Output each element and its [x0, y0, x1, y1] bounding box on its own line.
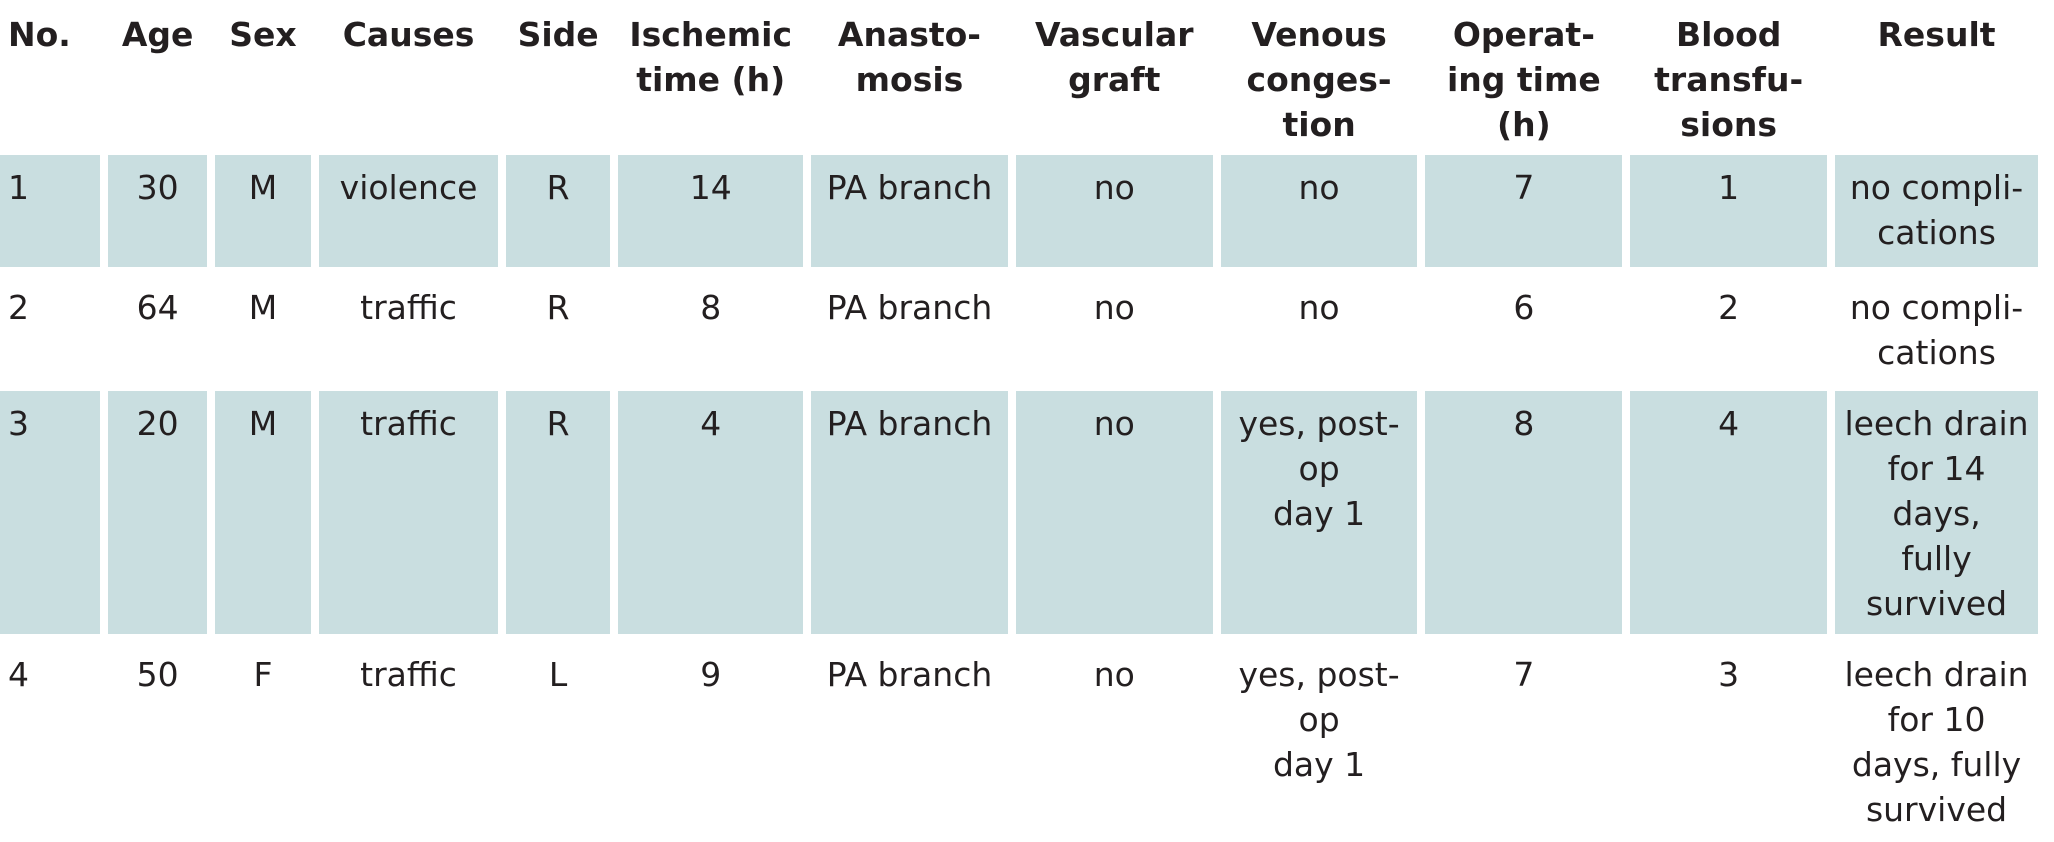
cell-no: 3: [0, 391, 101, 634]
cell-causes: traffic: [319, 391, 498, 634]
header-venous-line-2: conges-: [1246, 60, 1392, 99]
cell-result: no compli- cations: [1835, 155, 2038, 267]
cell-side: R: [546, 288, 570, 327]
header-no: No.: [8, 15, 71, 54]
cell-no: 1: [0, 155, 101, 267]
table-row: 1 30 M violence R 14 PA branch no no 7 1…: [0, 155, 2038, 267]
cell-blood-transfusions: 4: [1630, 391, 1828, 634]
result-line: no compli-: [1849, 288, 2024, 327]
cell-sex: M: [214, 391, 312, 634]
cell-age: 20: [108, 391, 207, 634]
cell-vascular-graft: no: [1015, 391, 1213, 634]
header-blood-transfusions: Blood transfu- sions: [1630, 0, 1827, 155]
header-blood-line-3: sions: [1680, 105, 1778, 144]
venous-line: yes, post-op: [1238, 404, 1400, 488]
header-operating-line-1: Operat-: [1452, 15, 1595, 54]
cell-age: 30: [108, 155, 207, 267]
result-line: days, fully: [1851, 745, 2022, 784]
document-page: No. Age Sex Causes Side Ischemic time (h…: [0, 15, 2038, 829]
header-venous-congestion: Venous conges- tion: [1221, 0, 1418, 155]
cell-sex: F: [253, 655, 273, 694]
header-vascular-graft: Vascular graft: [1016, 0, 1213, 155]
cell-blood-transfusions: 3: [1718, 655, 1740, 694]
venous-line: day 1: [1272, 494, 1366, 533]
cell-operating-time: 7: [1425, 155, 1623, 267]
header-operating-time: Operat- ing time (h): [1425, 0, 1622, 155]
result-line: leech drain: [1844, 404, 2029, 443]
cell-result: leech drain for 14 days, fully survived: [1835, 391, 2038, 634]
header-blood-line-2: transfu-: [1654, 60, 1804, 99]
header-operating-line-3: (h): [1497, 105, 1551, 144]
cell-anastomosis: PA branch: [826, 288, 993, 327]
header-ischemic-time: Ischemic time (h): [618, 0, 803, 155]
header-anastomosis: Anasto- mosis: [811, 0, 1008, 155]
cell-age: 64: [136, 288, 179, 327]
venous-line: day 1: [1272, 745, 1366, 784]
header-side: Side: [517, 15, 599, 54]
cell-sex: M: [248, 288, 278, 327]
result-line: fully: [1901, 539, 1972, 578]
result-line: for 10: [1887, 700, 1986, 739]
cell-blood-transfusions: 1: [1630, 155, 1828, 267]
header-operating-line-2: ing time: [1446, 60, 1601, 99]
header-ischemic-line-1: Ischemic: [629, 15, 793, 54]
cell-ischemic-time: 9: [700, 655, 722, 694]
cell-no: 4: [8, 655, 29, 694]
cell-venous-congestion: no: [1298, 288, 1340, 327]
cell-side: L: [548, 655, 568, 694]
cell-venous-congestion: yes, post-op day 1: [1221, 642, 1418, 842]
cell-operating-time: 8: [1425, 391, 1623, 634]
cell-causes: traffic: [360, 655, 457, 694]
cell-ischemic-time: 8: [700, 288, 722, 327]
cell-sex: M: [214, 155, 312, 267]
cell-blood-transfusions: 2: [1718, 288, 1740, 327]
cell-result: no compli- cations: [1835, 275, 2038, 383]
cell-operating-time: 6: [1513, 288, 1535, 327]
header-vascular-line-2: graft: [1068, 60, 1161, 99]
cell-causes: traffic: [360, 288, 457, 327]
cell-vascular-graft: no: [1015, 155, 1213, 267]
header-ischemic-line-2: time (h): [636, 60, 786, 99]
header-venous-line-3: tion: [1282, 105, 1356, 144]
cell-ischemic-time: 4: [618, 391, 804, 634]
header-result: Result: [1877, 15, 1996, 54]
table-row: 3 20 M traffic R 4 PA branch no yes, pos…: [0, 391, 2038, 634]
result-line: cations: [1877, 333, 1996, 372]
cell-anastomosis: PA branch: [811, 391, 1008, 634]
cell-anastomosis: PA branch: [826, 655, 993, 694]
table-row: 4 50 F traffic L 9 PA branch no yes, pos…: [0, 642, 2038, 842]
header-anastomosis-line-1: Anasto-: [837, 15, 982, 54]
table-header-row: No. Age Sex Causes Side Ischemic time (h…: [0, 0, 2038, 155]
cell-venous-congestion: no: [1220, 155, 1418, 267]
result-line: cations: [1877, 213, 1996, 252]
table-row: 2 64 M traffic R 8 PA branch no no 6 2 n…: [0, 275, 2038, 383]
header-venous-line-1: Venous: [1251, 15, 1387, 54]
cell-ischemic-time: 14: [618, 155, 804, 267]
cell-side: R: [505, 155, 611, 267]
header-blood-line-1: Blood: [1675, 15, 1782, 54]
header-sex: Sex: [229, 15, 297, 54]
cell-age: 50: [136, 655, 179, 694]
cell-causes: violence: [319, 155, 498, 267]
result-line: survived: [1865, 584, 2008, 623]
header-age: Age: [121, 15, 194, 54]
cell-no: 2: [8, 288, 29, 327]
header-anastomosis-line-2: mosis: [855, 60, 964, 99]
result-line: leech drain: [1844, 655, 2029, 694]
result-line: for 14 days,: [1887, 449, 1986, 533]
cell-vascular-graft: no: [1093, 655, 1135, 694]
cell-operating-time: 7: [1513, 655, 1535, 694]
venous-line: yes, post-op: [1238, 655, 1400, 739]
cell-anastomosis: PA branch: [811, 155, 1008, 267]
cell-side: R: [505, 391, 611, 634]
header-causes: Causes: [342, 15, 475, 54]
cell-vascular-graft: no: [1093, 288, 1135, 327]
header-vascular-line-1: Vascular: [1034, 15, 1194, 54]
result-line: no compli-: [1849, 168, 2024, 207]
cell-result: leech drain for 10 days, fully survived: [1835, 642, 2038, 842]
cell-venous-congestion: yes, post-op day 1: [1220, 391, 1418, 634]
result-line: survived: [1865, 790, 2008, 829]
